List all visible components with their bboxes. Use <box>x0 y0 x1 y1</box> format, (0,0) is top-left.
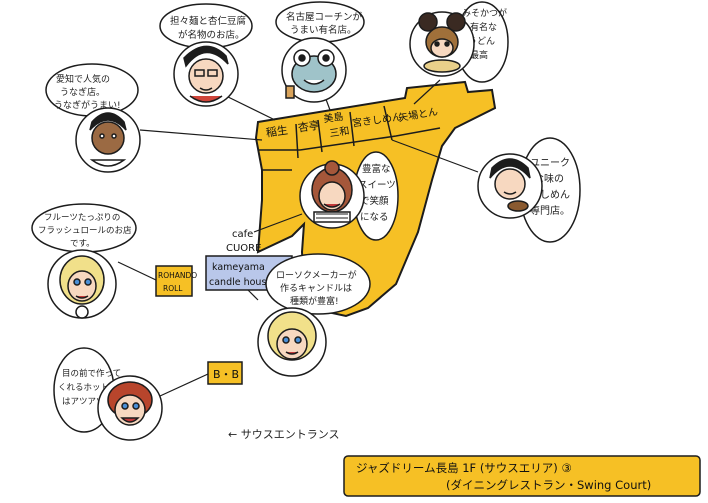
characters <box>47 11 543 441</box>
pointer-candle <box>247 289 259 301</box>
title-box <box>343 455 701 497</box>
character-frog <box>281 37 347 103</box>
shop-yaeshima-miwa: 美島三和 <box>323 109 351 140</box>
character-blonde-girl <box>47 249 117 319</box>
pointer-unagi <box>139 129 263 141</box>
shop-kyoan: 杏亭 <box>297 118 321 135</box>
floor-partition-2 <box>299 127 441 151</box>
bubble-candle-text: ローソクメーカーが 作るキャンドルは 種類が豊富! <box>276 269 360 307</box>
pointer-kishimen <box>391 139 479 173</box>
bubble-candle <box>265 253 371 315</box>
bubble-sweets-text: 豊富な スイーツ で笑顔 になる <box>358 163 399 223</box>
bb-box <box>207 361 243 385</box>
character-coffee-boy <box>477 153 543 219</box>
character-man-bowl <box>75 107 141 173</box>
character-curly-boy <box>97 375 163 441</box>
bubble-nagoya-cochin-text: 名古屋コーチンが うまい有名店。 <box>286 11 365 36</box>
pointer-lines <box>117 77 479 397</box>
pointer-hotdog <box>159 373 209 397</box>
character-mouse <box>409 11 475 77</box>
character-glasses-man <box>173 41 239 107</box>
shop-bb: B・B <box>213 368 239 381</box>
shop-inasei: 稲生 <box>265 123 289 140</box>
character-cafe-girl <box>299 160 365 229</box>
bubble-hotdog-text: 目の前で作って くれるホットドッグ はアツアツ。 <box>58 368 137 407</box>
rohando-roll-box <box>155 265 193 297</box>
title-line-2: (ダイニングレストラン・Swing Court) <box>446 478 651 492</box>
title-banner: ジャズドリーム長島 1F (サウスエリア) ③ (ダイニングレストラン・Swin… <box>343 455 701 497</box>
bubble-tantanmen-text: 担々麺と杏仁豆腐 が名物のお店。 <box>170 15 249 41</box>
south-entrance-label: ← サウスエントランス <box>228 428 340 441</box>
bubble-fruit-roll-text: フルーツたっぷりの フラッシュロールのお店 です。 <box>38 213 134 249</box>
floor-partition <box>258 105 393 171</box>
character-blonde-woman <box>257 307 327 377</box>
pointer-fruit-roll <box>117 261 157 281</box>
bubble-misokatsu-text: みそかつが 有名な うどん 最高 <box>462 7 510 61</box>
pointer-tantanmen <box>221 93 276 121</box>
pointer-misokatsu <box>413 79 441 105</box>
title-line-1: ジャズドリーム長島 1F (サウスエリア) ③ <box>356 461 572 475</box>
pointer-cafe <box>253 213 303 233</box>
